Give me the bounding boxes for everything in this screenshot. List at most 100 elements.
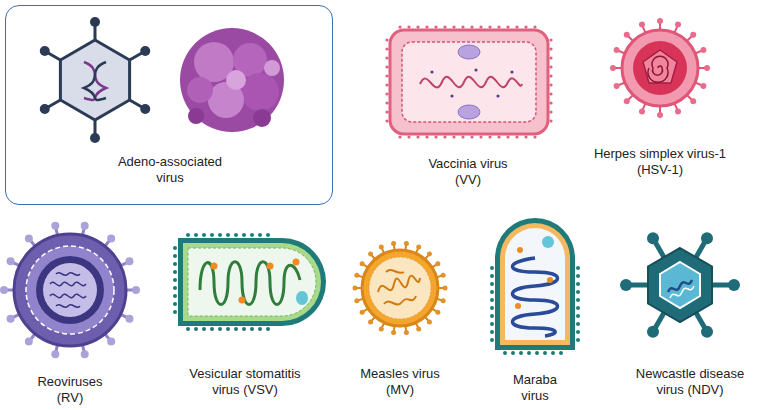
surface-dot <box>258 233 262 237</box>
surface-dot <box>385 119 388 122</box>
surface-dot <box>452 25 455 28</box>
surface-dot <box>173 254 177 258</box>
surface-dot <box>490 338 494 342</box>
surface-dot <box>385 47 388 50</box>
surface-dot <box>186 233 190 237</box>
surface-dot <box>250 327 254 331</box>
spike-head <box>107 234 115 242</box>
spike-head <box>25 234 33 242</box>
spike-head <box>675 108 681 114</box>
surface-dot <box>242 233 246 237</box>
spoke-dot <box>140 104 150 114</box>
surface-dot <box>470 135 473 138</box>
spike-head <box>620 279 632 291</box>
group-box: Adeno-associated virus <box>5 5 333 205</box>
surface-dot <box>242 327 246 331</box>
spike-head <box>25 338 33 346</box>
surface-dot <box>385 74 388 77</box>
surface-dot <box>524 25 527 28</box>
spike-head <box>441 273 446 278</box>
spike-head <box>125 315 133 323</box>
surface-dot <box>385 38 388 41</box>
spike-head <box>360 261 365 266</box>
surface-dot <box>385 65 388 68</box>
virus-name: Vaccinia virus (VV) <box>416 156 520 188</box>
hsv1-icon <box>610 18 710 118</box>
spike-head <box>624 98 630 104</box>
spike-head <box>675 22 681 28</box>
spike-head <box>435 261 440 266</box>
surface-dot <box>202 233 206 237</box>
surface-dot <box>385 83 388 86</box>
surface-dot <box>443 25 446 28</box>
surface-dot <box>576 338 580 342</box>
virus-name: Adeno-associated virus <box>105 154 235 186</box>
surface-dot <box>258 327 262 331</box>
surface-dot <box>549 65 552 68</box>
surface-dot <box>425 135 428 138</box>
spike-head <box>360 310 365 315</box>
surface-dot <box>533 135 536 138</box>
spike-head <box>51 350 59 358</box>
surface-dot <box>416 25 419 28</box>
spike-head <box>639 22 645 28</box>
surface-dot <box>511 351 515 355</box>
surface-dot <box>549 74 552 77</box>
spike-head <box>690 98 696 104</box>
surface-dot <box>234 327 238 331</box>
spike-head <box>353 286 358 291</box>
surface-dot <box>173 286 177 290</box>
surface-dot <box>503 351 507 355</box>
surface-dot <box>398 135 401 138</box>
spoke-dot <box>90 133 100 143</box>
surface-dot <box>576 306 580 310</box>
surface-dot <box>479 135 482 138</box>
surface-dot <box>549 92 552 95</box>
surface-dot <box>490 274 494 278</box>
surface-dot <box>549 119 552 122</box>
spike-head <box>354 273 359 278</box>
spike-head <box>441 298 446 303</box>
surface-dot <box>226 327 230 331</box>
surface-dot <box>434 25 437 28</box>
reovirus-icon <box>0 222 140 359</box>
surface-dot <box>576 290 580 294</box>
surface-dot <box>488 135 491 138</box>
spike-head <box>7 257 15 265</box>
spike-head <box>728 279 740 291</box>
surface-dot <box>549 56 552 59</box>
surface-dot <box>194 327 198 331</box>
surface-dot <box>490 330 494 334</box>
spike-head <box>647 326 659 338</box>
surface-dot <box>549 47 552 50</box>
surface-dot <box>524 135 527 138</box>
surface-dot <box>497 25 500 28</box>
surface-dot <box>407 135 410 138</box>
surface-dot <box>576 330 580 334</box>
spike-head <box>657 112 663 118</box>
surface-dot <box>549 38 552 41</box>
spike-head <box>701 326 713 338</box>
surface-dot <box>490 306 494 310</box>
surface-dot <box>385 92 388 95</box>
surface-dot <box>385 56 388 59</box>
surface-dot <box>479 25 482 28</box>
surface-dot <box>173 278 177 282</box>
surface-dot <box>173 262 177 266</box>
surface-dot <box>576 314 580 318</box>
virus-name: Measles virus (MV) <box>350 366 450 398</box>
surface-dot <box>385 110 388 113</box>
surface-dot <box>186 327 190 331</box>
surface-dot <box>173 294 177 298</box>
surface-dot <box>398 25 401 28</box>
spike-head <box>701 232 713 244</box>
surface-dot <box>490 314 494 318</box>
spike-head <box>7 315 15 323</box>
spike-head <box>427 320 432 325</box>
surface-dot <box>576 298 580 302</box>
virus-name: Newcastle disease virus (NDV) <box>627 366 753 398</box>
surface-dot <box>490 266 494 270</box>
spike-head <box>610 65 616 71</box>
vsv-icon <box>173 233 326 331</box>
surface-dot <box>218 233 222 237</box>
